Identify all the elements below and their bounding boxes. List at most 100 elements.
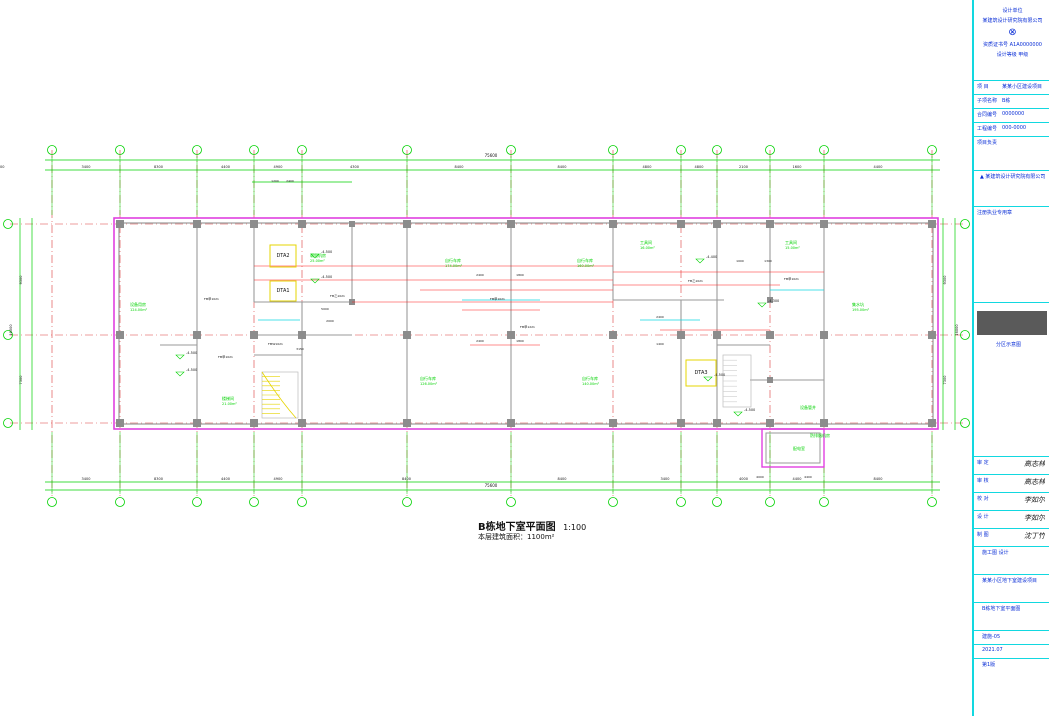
grid-bubble-bottom [47, 497, 57, 507]
room-name-r7: 集水坑 [852, 301, 864, 307]
dim-top-12: 8400 [0, 165, 4, 169]
room-area-r5: 16.00m² [640, 246, 655, 250]
room-area-r6: 15.00m² [785, 246, 800, 250]
equipment-room-inner [765, 432, 821, 464]
title-block-key-1: 子项名称 [977, 98, 998, 104]
stair-arc [261, 371, 297, 419]
level-marker [175, 371, 185, 377]
title-block-key-3: 工程编号 [977, 126, 998, 132]
column [298, 419, 306, 427]
door-tag-2: FM乙1021 [330, 293, 345, 298]
detail-dim-2: 2400 [476, 339, 484, 343]
grid-bubble-top [192, 145, 202, 155]
grid-bubble-top [115, 145, 125, 155]
detail-dim-14: 4400 [804, 475, 812, 479]
column [928, 220, 936, 228]
room-name-r8: 自行车库 [420, 375, 436, 381]
column [116, 331, 124, 339]
title-block-header-line-3: 资质证书号 A1A0000000 [983, 42, 1042, 48]
title-block-date-text: 2021.07 [982, 647, 1003, 653]
dim-top-0: 3400 [82, 165, 91, 169]
zone-plan-label: 分区示意图 [996, 342, 1022, 348]
room-area-r9: 140.00m² [582, 382, 600, 386]
drawing-title-text: B栋地下室平面图 [478, 522, 556, 533]
title-block-drawing-name: B栋地下室平面图 [974, 602, 1049, 631]
zone-plan: 分区示意图 [974, 302, 1049, 453]
interior-details [175, 244, 824, 419]
column [820, 331, 828, 339]
level-7: -4.500 [744, 408, 755, 412]
room-name-r5: 工具间 [640, 239, 652, 245]
dim-top-7: 4800 [643, 165, 652, 169]
title-block-project-name-text: 某某小区地下室建设项目 [982, 578, 1038, 584]
room-name-r2: 弱电机房 [310, 252, 326, 258]
company-stamp: ▲ 某建筑设计研究院有限公司 [974, 170, 1049, 207]
title-block-header-line-2: ⊗ [1008, 27, 1017, 38]
dim-top-5: 8400 [455, 165, 464, 169]
title-block-drawing-no: 建施-05 [974, 630, 1049, 645]
dim-right-c: 7300 [943, 376, 947, 385]
grid-bubble-bottom [608, 497, 618, 507]
signer-row-2: 校 对李如尔 [974, 492, 1049, 511]
room-area-r1: 124.00m² [130, 308, 148, 312]
grid-bubble-bottom [115, 497, 125, 507]
column [193, 220, 201, 228]
column [116, 220, 124, 228]
signer-name-2: 李如尔 [1024, 496, 1045, 504]
drawing-title: B栋地下室平面图 1:100 [478, 518, 586, 533]
elevator-label-DTA1: DTA1 [276, 288, 289, 294]
column [507, 220, 515, 228]
grid-bubble-bottom [712, 497, 722, 507]
grid-bubble-top [819, 145, 829, 155]
detail-dim-8: 5000 [321, 307, 329, 311]
grid-bubble-bottom [927, 497, 937, 507]
column [677, 220, 685, 228]
level-marker [310, 278, 320, 284]
title-block-key-4: 项目负责 [977, 140, 998, 146]
column [766, 220, 774, 228]
column [928, 331, 936, 339]
grid-bubble-bottom [765, 497, 775, 507]
title-block-key-2: 合同编号 [977, 112, 998, 118]
column [403, 419, 411, 427]
grid-bubble-bottom [192, 497, 202, 507]
level-marker [733, 411, 743, 417]
signer-role-4: 制 图 [977, 532, 989, 538]
level-4: -4.400 [706, 255, 717, 259]
elevator-label-DTA2: DTA2 [276, 253, 289, 259]
title-block-row-4: 项目负责 [974, 136, 1049, 151]
title-block-stage-text: 施工图 设计 [982, 550, 1009, 556]
column [928, 419, 936, 427]
column [713, 331, 721, 339]
title-block-version: 第1版 [974, 658, 1049, 673]
grid-bubble-top [402, 145, 412, 155]
column [193, 419, 201, 427]
column [820, 419, 828, 427]
door-tag-6: FM甲1021 [784, 277, 799, 281]
grid-bubble-top [927, 145, 937, 155]
title-block-date: 2021.07 [974, 644, 1049, 659]
drawing-scale: 1:100 [563, 523, 587, 532]
dim-top-6: 8400 [558, 165, 567, 169]
column [250, 419, 258, 427]
column-small [349, 221, 355, 227]
grid-bubble-left [3, 330, 13, 340]
level-marker [175, 354, 185, 360]
room-area-r4: 160.00m² [577, 264, 595, 268]
grid-bubble-top [506, 145, 516, 155]
level-marker [695, 258, 705, 264]
dim-left-a: 9300 [19, 276, 23, 285]
dim-right-a: 9300 [943, 276, 947, 285]
dim-right-b: 16000 [955, 324, 959, 335]
level-5: -4.300 [768, 299, 779, 303]
column [766, 331, 774, 339]
signer-role-0: 审 定 [977, 460, 989, 466]
title-block-val-2: 0000000 [1002, 111, 1025, 117]
grid-bubble-top [249, 145, 259, 155]
column [403, 220, 411, 228]
column [609, 331, 617, 339]
detail-dim-13: 4000 [756, 475, 764, 479]
dim-left-c: 7300 [19, 376, 23, 385]
